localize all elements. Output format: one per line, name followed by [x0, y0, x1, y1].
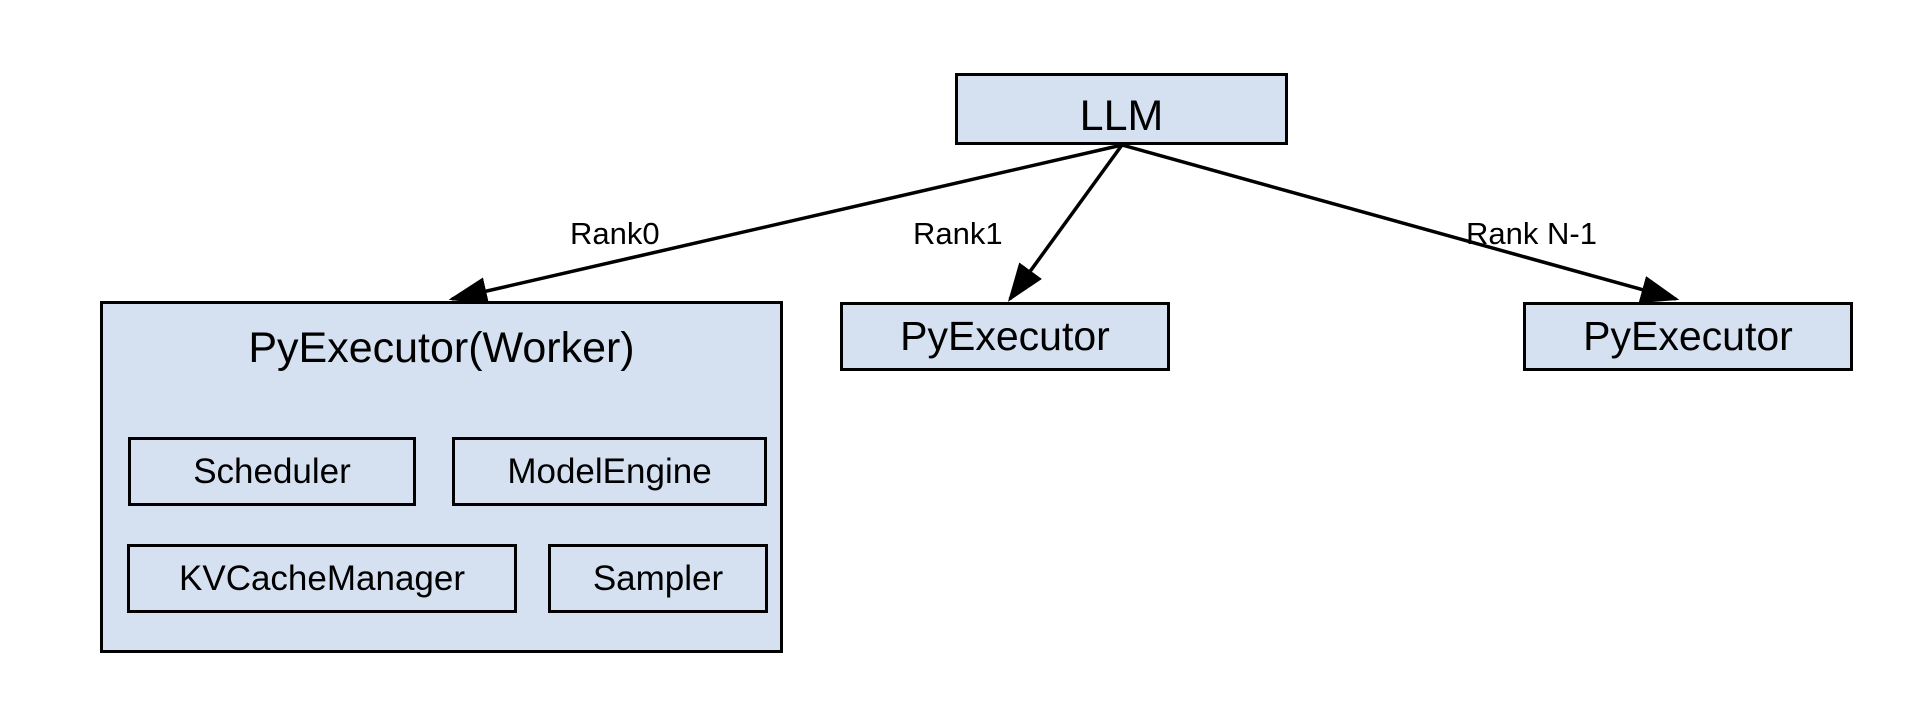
- node-scheduler-label: Scheduler: [193, 452, 351, 491]
- node-pyexecutor-rank1[interactable]: PyExecutor: [840, 302, 1170, 371]
- edge-label-rank0: Rank0: [570, 216, 660, 251]
- edge-llm-to-worker: [448, 143, 1123, 305]
- node-pyexecutor-worker-label: PyExecutor(Worker): [248, 324, 635, 372]
- edge-label-rank-n-1: Rank N-1: [1466, 216, 1597, 251]
- node-model-engine[interactable]: ModelEngine: [452, 437, 767, 506]
- node-scheduler[interactable]: Scheduler: [128, 437, 416, 506]
- node-llm[interactable]: LLM: [955, 73, 1288, 145]
- node-pyexecutor-rank1-label: PyExecutor: [900, 313, 1110, 359]
- node-kv-cache-manager-label: KVCacheManager: [179, 559, 465, 598]
- edge-llm-to-pyexecutor-rank1: [1007, 143, 1124, 302]
- node-sampler[interactable]: Sampler: [548, 544, 768, 613]
- node-llm-label: LLM: [1079, 91, 1164, 140]
- node-model-engine-label: ModelEngine: [507, 452, 712, 491]
- node-pyexecutor-rank-n-1[interactable]: PyExecutor: [1523, 302, 1853, 371]
- edge-label-rank1: Rank1: [913, 216, 1003, 251]
- node-pyexecutor-rank-n-1-label: PyExecutor: [1583, 313, 1793, 359]
- node-sampler-label: Sampler: [592, 559, 724, 598]
- node-kv-cache-manager[interactable]: KVCacheManager: [127, 544, 517, 613]
- node-pyexecutor-worker[interactable]: PyExecutor(Worker) Scheduler ModelEngine…: [100, 301, 783, 653]
